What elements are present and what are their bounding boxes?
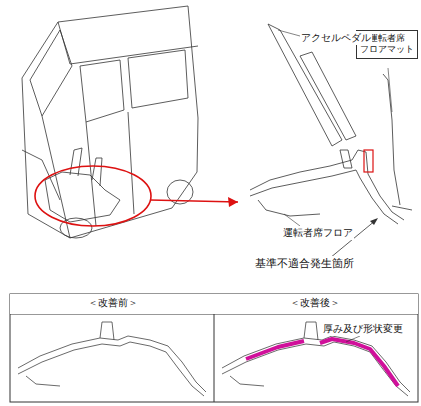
floor-after xyxy=(222,322,410,396)
changed-part xyxy=(246,339,398,386)
leader-line xyxy=(278,30,300,36)
van-drawing xyxy=(22,6,198,238)
node-text: ＜改善前＞ xyxy=(13,297,213,310)
leader-line xyxy=(284,214,300,226)
node-text: ＜改善後＞ xyxy=(215,297,415,310)
part-label: アクセルペダル xyxy=(300,31,372,45)
table-header: ＜改善後＞ xyxy=(212,294,418,314)
table-header: ＜改善前＞ xyxy=(10,294,216,314)
floor-before xyxy=(18,322,206,396)
arrow-head xyxy=(228,197,238,207)
leader-line xyxy=(388,68,392,112)
red-arrow xyxy=(150,200,238,202)
leader-line xyxy=(346,336,360,342)
part-label: 厚み及び形状変更 xyxy=(322,322,404,336)
part-label: 基準不適合発生箇所 xyxy=(254,256,355,271)
table-border xyxy=(10,294,418,402)
part-label: 運転者席フロア xyxy=(282,226,354,240)
highlight-ellipse xyxy=(35,166,151,226)
defect-mark xyxy=(364,150,373,172)
table-grid xyxy=(10,294,418,402)
leader-head xyxy=(370,218,378,225)
